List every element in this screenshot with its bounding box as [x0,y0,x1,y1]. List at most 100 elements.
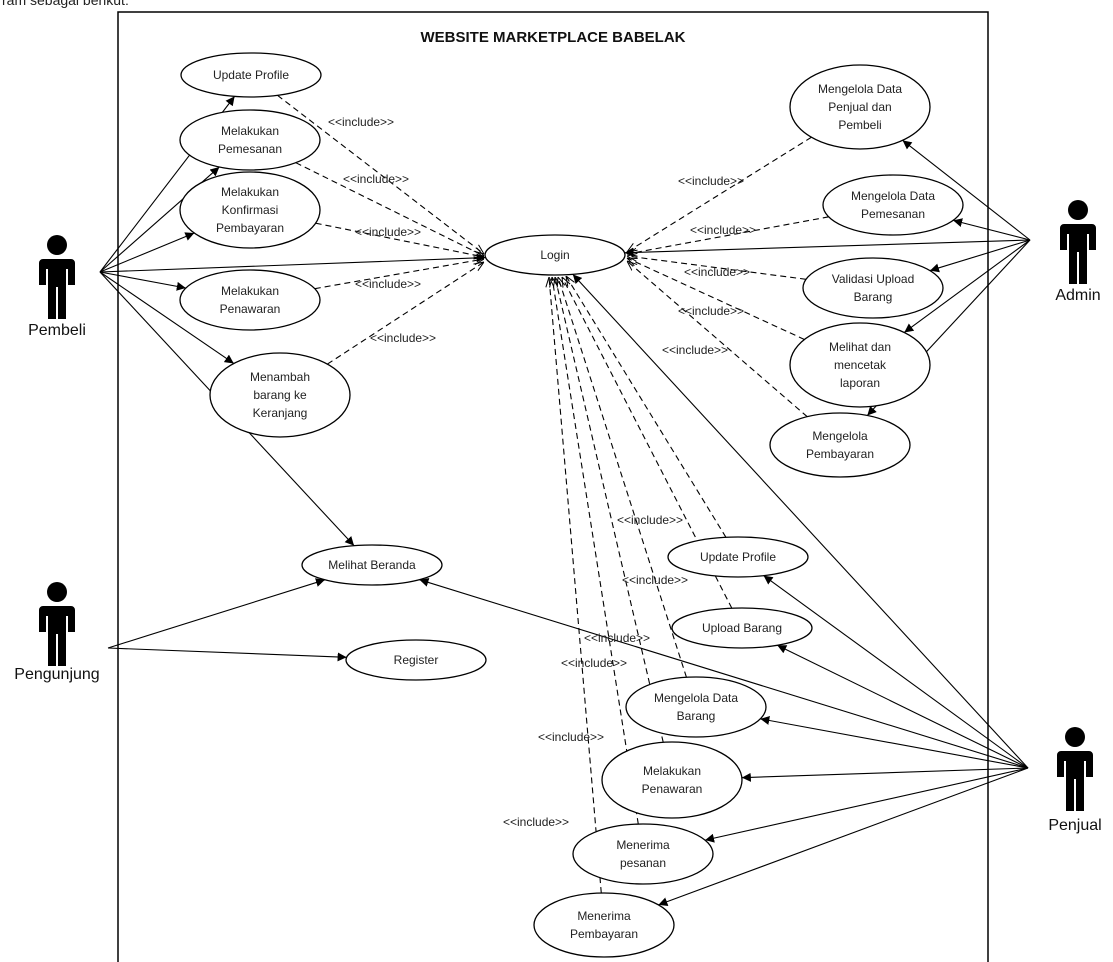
usecase-label: Update Profile [213,68,289,82]
include-pb-keranjang [327,262,484,365]
include-label-pj-upload: <<include>> [622,573,688,587]
usecase-label: Penawaran [220,302,281,316]
include-pb-penawaran [314,259,484,290]
include-pj-update-profile [566,276,727,538]
usecase-label: Pembayaran [570,927,638,941]
include-label-pj-pembayaran: <<include>> [503,815,569,829]
association-penjual-pj-upload [777,644,1029,769]
association-pembeli-pb-konfirmasi [99,232,195,273]
usecase-label: Pembayaran [806,447,874,461]
usecase-pj-pesanan: Menerima pesanan [572,823,714,885]
usecase-label: Melihat Beranda [328,558,416,572]
association-penjual-beranda [419,578,1029,769]
usecase-label: pesanan [620,856,666,870]
usecase-pb-update-profile: Update Profile [180,52,322,98]
usecase-label: Mengelola Data [818,82,902,96]
system-title: WEBSITE MARKETPLACE BABELAK [421,29,686,46]
association-penjual-pj-penawaran [741,767,1029,782]
system-boundary [117,11,989,962]
usecase-label: Melakukan [643,764,701,778]
include-label-ad-pembayaran: <<include>> [662,343,728,357]
usecase-label: Penawaran [642,782,703,796]
usecase-label: Melakukan [221,284,279,298]
usecase-label: Register [394,653,439,667]
usecase-label: Penjual dan [828,100,891,114]
association-penjual-pj-pembayaran [658,767,1029,906]
usecase-label: Login [540,248,569,262]
usecase-label: Menambah [250,370,310,384]
actor-label: Pembeli [28,322,86,339]
association-admin-ad-data-pemesanan [952,218,1031,241]
association-pengunjung-beranda [107,578,326,649]
association-pembeli-pb-keranjang [99,271,235,364]
include-pb-konfirmasi [315,222,484,257]
usecase-label: Pemesanan [218,142,282,156]
include-ad-data-penjual [627,136,812,252]
actor-pengunjung: Pengunjung [14,582,100,683]
usecase-label: Mengelola [812,429,868,443]
actor-penjual: Penjual [1048,727,1102,834]
include-ad-pembayaran [627,261,808,418]
include-label-pj-pesanan: <<include>> [538,730,604,744]
include-pj-pesanan [552,277,639,825]
usecase-label: Keranjang [253,406,308,420]
actor-pembeli: Pembeli [28,235,86,339]
usecase-register: Register [345,639,487,681]
include-label-pb-penawaran: <<include>> [355,277,421,291]
include-pb-pemesanan [295,162,484,256]
association-penjual-login [572,273,1029,769]
association-admin-login [624,239,1031,258]
include-label-pj-data-barang: <<include>> [584,631,650,645]
association-admin-ad-laporan [903,239,1031,333]
association-pengunjung-register [107,647,347,662]
association-penjual-pj-pesanan [704,767,1029,843]
include-label-pj-penawaran: <<include>> [561,656,627,670]
usecase-label: Mengelola Data [654,691,738,705]
usecase-label: Melihat dan [829,340,891,354]
include-pb-update-profile [277,94,484,254]
include-ad-data-pemesanan [627,216,829,254]
include-pj-data-barang [558,277,687,678]
include-label-pb-keranjang: <<include>> [370,331,436,345]
usecase-label: Barang [677,709,716,723]
usecase-pj-update-profile: Update Profile [667,536,809,578]
include-label-pj-update-profile: <<include>> [617,513,683,527]
association-pembeli-pb-penawaran [99,271,186,291]
actor-label: Penjual [1048,817,1101,834]
usecase-label: Validasi Upload [832,272,915,286]
usecase-label: Menerima [577,909,631,923]
usecase-label: Menerima [616,838,670,852]
association-admin-ad-data-penjual [902,139,1031,241]
include-ad-validasi [627,256,807,280]
include-label-ad-data-penjual: <<include>> [678,174,744,188]
usecase-pj-upload: Upload Barang [671,607,813,649]
usecase-label: Pembeli [838,118,881,132]
actor-admin: Admin [1055,200,1101,304]
usecase-label: Melakukan [221,185,279,199]
usecase-label: Melakukan [221,124,279,138]
association-pembeli-login [99,253,486,273]
include-label-ad-validasi: <<include>> [684,265,750,279]
actor-label: Pengunjung [14,666,99,683]
usecase-label: Update Profile [700,550,776,564]
association-penjual-pj-update-profile [763,575,1029,769]
usecase-label: Barang [854,290,893,304]
include-ad-laporan [627,258,805,340]
include-label-pb-pemesanan: <<include>> [343,172,409,186]
include-label-pb-update-profile: <<include>> [328,115,394,129]
actor-label: Admin [1055,287,1100,304]
association-penjual-pj-data-barang [760,716,1029,769]
